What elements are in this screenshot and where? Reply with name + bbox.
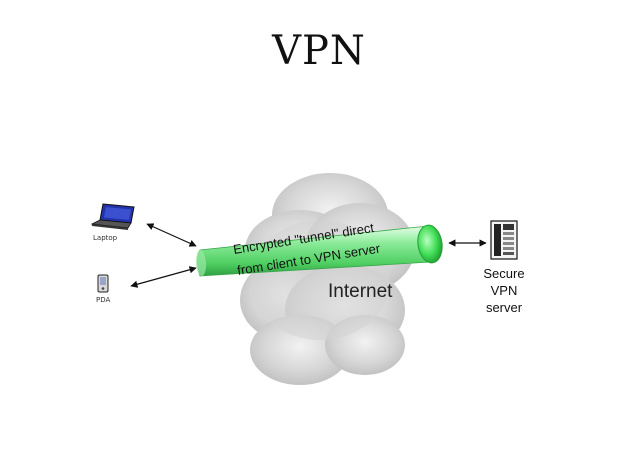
encrypted-tunnel [195, 224, 443, 277]
pda-icon [97, 274, 109, 293]
server-label-line1: Secure [483, 266, 524, 281]
server-rack-icon [490, 220, 518, 260]
laptop-arrow [146, 223, 197, 247]
internet-label: Internet [328, 281, 393, 302]
internet-cloud-icon [240, 173, 415, 385]
server-label-line2: VPN [491, 283, 518, 298]
slide-title: VPN [272, 28, 366, 74]
pda-label: PDA [96, 296, 110, 304]
server-label-line3: server [486, 300, 523, 315]
pda-arrow [130, 266, 197, 288]
laptop-icon [90, 203, 135, 230]
laptop-label: Laptop [93, 234, 118, 242]
